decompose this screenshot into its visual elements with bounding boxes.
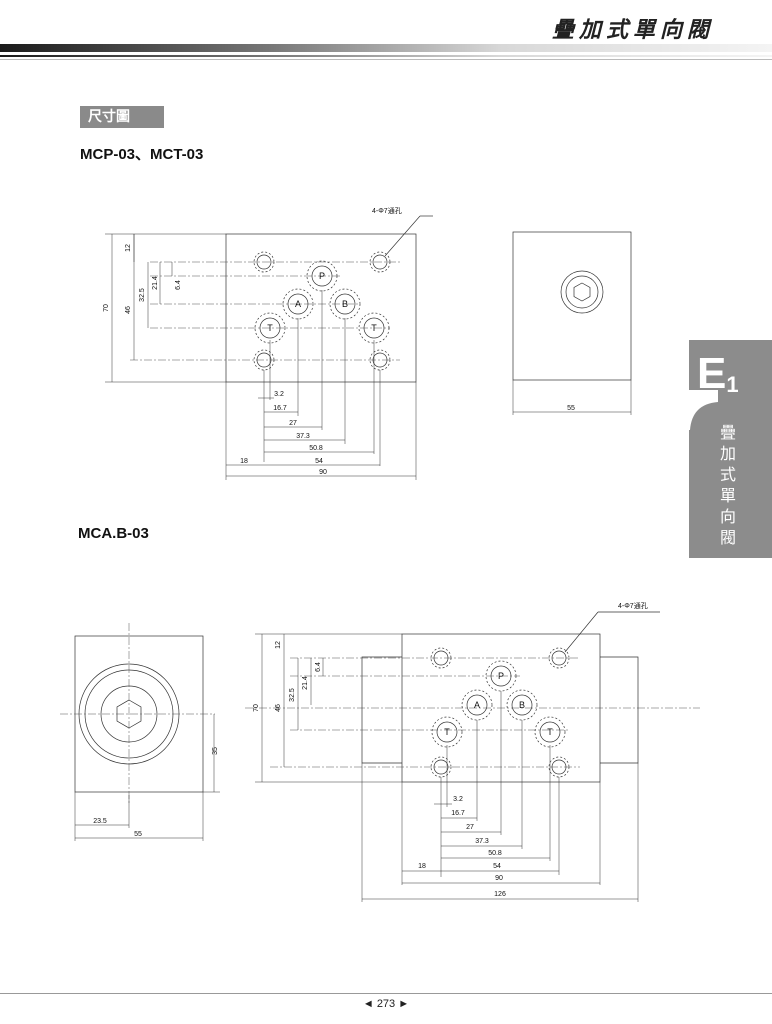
dim-54-2: 54 xyxy=(493,863,501,870)
section-label: 尺寸圖 xyxy=(80,106,164,128)
dim-32-5: 32.5 xyxy=(139,288,146,302)
dim-54: 54 xyxy=(315,458,323,465)
footer-rule xyxy=(0,993,772,994)
dim-37-3-2: 37.3 xyxy=(475,838,489,845)
port-label-p: P xyxy=(319,271,325,281)
port-label-t-left-2: T xyxy=(444,727,450,737)
port-label-b: B xyxy=(342,299,348,309)
drawing-2: 35 23.5 55 P A B T T 4-Φ7通孔 xyxy=(60,601,700,902)
port-circles-2 xyxy=(431,660,566,748)
dim-70-2: 70 xyxy=(253,704,260,712)
dim-90: 90 xyxy=(319,469,327,476)
dim-6-4-2: 6.4 xyxy=(315,662,322,672)
port-label-t-left: T xyxy=(267,323,273,333)
dim-18-2: 18 xyxy=(418,863,426,870)
dim-46: 46 xyxy=(125,306,132,314)
port-label-t-right: T xyxy=(371,323,377,333)
model-title-1: MCP-03、MCT-03 xyxy=(80,146,204,163)
dim-50-8-2: 50.8 xyxy=(488,850,502,857)
dim-21-4-2: 21.4 xyxy=(302,676,309,690)
dim-12-2: 12 xyxy=(275,641,282,649)
mounting-holes xyxy=(253,251,391,371)
dim-35: 35 xyxy=(212,747,219,755)
dim-27-2: 27 xyxy=(466,824,474,831)
dim-12: 12 xyxy=(125,244,132,252)
tab-vertical-text: 疊 加 式 單 向 閥 xyxy=(719,423,736,547)
valve-body-side-view xyxy=(512,231,632,381)
dim-23-5: 23.5 xyxy=(93,818,107,825)
header-gradient-bar xyxy=(0,44,772,60)
dim-55: 55 xyxy=(567,405,575,412)
page-number: ◄ 273 ► xyxy=(362,998,410,1010)
dim-90-2: 90 xyxy=(495,875,503,882)
port-label-t-right-2: T xyxy=(547,727,553,737)
dim-3-2: 3.2 xyxy=(274,391,284,398)
hole-note-2: 4-Φ7通孔 xyxy=(618,601,648,610)
port-label-p-2: P xyxy=(498,671,504,681)
dim-21-4: 21.4 xyxy=(152,276,159,290)
port-circles xyxy=(254,260,390,344)
side-tab: E1 疊 加 式 單 向 閥 xyxy=(689,340,772,558)
dim-55-end: 55 xyxy=(134,831,142,838)
dim-46-2: 46 xyxy=(275,704,282,712)
dim-126: 126 xyxy=(494,891,506,898)
dim-18: 18 xyxy=(240,458,248,465)
dim-37-3: 37.3 xyxy=(296,433,310,440)
dim-16-7: 16.7 xyxy=(273,405,287,412)
hole-note: 4-Φ7通孔 xyxy=(372,206,402,215)
drawing-1: P A B T T 4-Φ7通孔 70 46 32.5 21.4 6.4 12 xyxy=(103,206,632,480)
dim-32-5-2: 32.5 xyxy=(289,688,296,702)
port-label-b-2: B xyxy=(519,700,525,710)
dim-50-8: 50.8 xyxy=(309,445,323,452)
dim-3-2-2: 3.2 xyxy=(453,796,463,803)
dim-6-4: 6.4 xyxy=(175,280,182,290)
port-label-a: A xyxy=(295,299,301,309)
dim-27: 27 xyxy=(289,420,297,427)
valve-body-top-view xyxy=(225,233,417,383)
page-header-title: 疊加式單向閥 xyxy=(551,18,714,43)
tab-letter: E1 xyxy=(697,349,739,398)
port-label-a-2: A xyxy=(474,700,480,710)
dim-16-7-2: 16.7 xyxy=(451,810,465,817)
model-title-2: MCA.B-03 xyxy=(78,525,149,542)
tab-notch xyxy=(688,390,718,430)
dim-70: 70 xyxy=(103,304,110,312)
mounting-holes-2 xyxy=(430,647,570,778)
